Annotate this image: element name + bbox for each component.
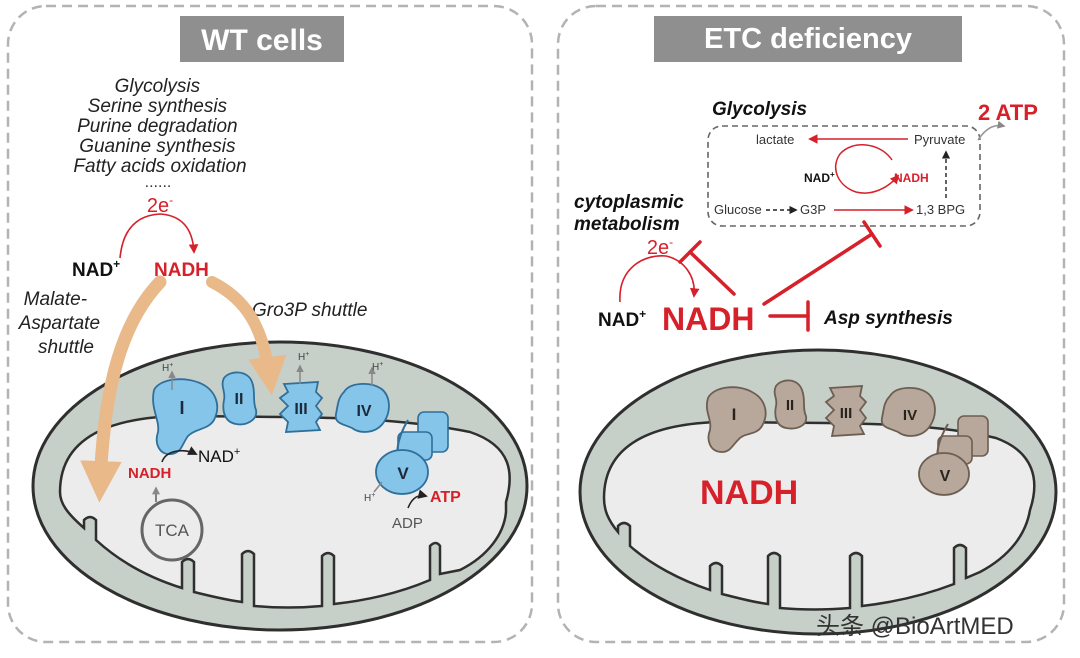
- etc-title: ETC deficiency: [704, 23, 912, 55]
- wt-complex-iv: IV: [334, 383, 390, 433]
- etc-complex-i-label: I: [732, 405, 737, 424]
- etc-electrons: 2e-: [647, 235, 673, 259]
- wt-title: WT cells: [201, 24, 323, 57]
- wt-complex-v-head: [375, 449, 429, 495]
- etc-complex-iii-label: III: [840, 405, 853, 422]
- etc-complex-ii: II: [773, 379, 808, 430]
- wt-malate-shuttle: Malate- Aspartate shuttle: [18, 289, 106, 358]
- wt-complex-iii: III: [278, 381, 324, 433]
- etc-complex-iv-shape: [880, 387, 936, 437]
- etc-glucose: Glucose: [714, 202, 762, 217]
- etc-title-box: [654, 16, 962, 62]
- etc-g3p: G3P: [800, 202, 826, 217]
- wt-ellipsis: ......: [145, 174, 172, 191]
- etc-pyruvate-atp-arrow: [977, 120, 1006, 141]
- etc-redox-cycle: [835, 144, 900, 194]
- wt-complex-ii: II: [221, 371, 258, 426]
- wt-complex-iv-shape: [334, 383, 390, 433]
- wt-title-box: [180, 16, 344, 62]
- wt-complex-iv-label: IV: [356, 403, 371, 420]
- etc-inhibit-cyto: [688, 250, 736, 296]
- wt-nad: NAD+: [72, 257, 120, 281]
- wt-panel: WT cells Glycolysis Serine synthesis Pur…: [6, 4, 534, 644]
- watermark: 头条 @BioArtMED: [816, 613, 1014, 640]
- wt-complex-iii-label: III: [294, 401, 307, 418]
- etc-complex-ii-label: II: [786, 397, 794, 414]
- etc-2atp: 2 ATP: [978, 100, 1038, 125]
- wt-atp: ATP: [430, 489, 461, 506]
- wt-complex-i: I: [152, 378, 219, 456]
- etc-complex-v: V: [918, 415, 989, 496]
- etc-complex-v-label: V: [940, 468, 951, 485]
- etc-pyruvate: Pyruvate: [914, 132, 965, 147]
- etc-complex-i: I: [706, 386, 767, 453]
- etc-nad-small: NAD+: [804, 170, 835, 185]
- wt-panel-border: [6, 4, 534, 644]
- wt-electron-arrow: [119, 213, 199, 259]
- pathway-serine: Serine synthesis: [88, 96, 228, 117]
- wt-h-complex-iii: H+: [298, 351, 309, 363]
- wt-complex-i-shape: [152, 378, 219, 456]
- etc-complex-iii: III: [824, 385, 868, 437]
- wt-proton-pumps: H+ H+ H+ H+: [162, 351, 383, 504]
- wt-gro3p-arrow: [206, 276, 287, 396]
- etc-inhibitions: [678, 220, 882, 332]
- etc-glycolysis-box: [707, 125, 981, 227]
- etc-nad: NAD+: [598, 307, 646, 331]
- etc-glycolysis-title: Glycolysis: [712, 99, 807, 120]
- etc-bpg: 1,3 BPG: [916, 202, 965, 217]
- wt-tca-label: TCA: [155, 521, 190, 540]
- wt-h-complex-v: H+: [364, 492, 375, 504]
- etc-electron-arrow: [619, 255, 700, 303]
- etc-panel-border: [556, 4, 1066, 644]
- etc-lactate: lactate: [756, 132, 794, 147]
- wt-tca-cycle: [140, 498, 204, 562]
- wt-pathway-list: Glycolysis Serine synthesis Purine degra…: [73, 76, 246, 177]
- wt-gro3p-shuttle: Gro3P shuttle: [252, 300, 367, 321]
- etc-complex-i-shape: [706, 386, 767, 453]
- wt-complex-ii-shape: [221, 371, 258, 426]
- etc-complex-iv-label: IV: [903, 407, 917, 424]
- etc-inhibit-glycolysis: [762, 232, 874, 306]
- wt-atp-arrow: [407, 489, 428, 509]
- etc-cyto-metabolism: cytoplasmic metabolism: [574, 192, 689, 235]
- etc-inhibit-glycolysis-bar: [862, 220, 882, 248]
- wt-complex-v: V: [375, 411, 449, 495]
- wt-complex-iii-shape: [278, 381, 324, 433]
- wt-complex-i-label: I: [179, 398, 184, 418]
- etc-panel: ETC deficiency Glycolysis 2 ATP lactate …: [556, 4, 1066, 644]
- wt-nadh: NADH: [154, 260, 209, 281]
- etc-inhibit-cyto-bar: [678, 240, 702, 264]
- etc-complex-iv: IV: [880, 387, 936, 437]
- etc-nadh-small: NADH: [894, 171, 929, 185]
- wt-nad-matrix: NAD+: [198, 446, 240, 466]
- wt-h-complex-i: H+: [162, 362, 173, 374]
- wt-nadh-matrix: NADH: [128, 465, 171, 482]
- wt-h-complex-iv: H+: [372, 361, 383, 373]
- etc-mitochondrion: [578, 348, 1058, 636]
- etc-complex-iii-shape: [824, 385, 868, 437]
- etc-nadh: NADH: [662, 301, 754, 337]
- etc-nadh-matrix: NADH: [700, 474, 798, 512]
- pathway-glycolysis: Glycolysis: [115, 76, 201, 97]
- pathway-guanine: Guanine synthesis: [79, 136, 236, 157]
- wt-malate-arrow: [80, 275, 167, 503]
- wt-nadh-oxidation-arrow: [161, 446, 198, 463]
- etc-complex-ii-shape: [773, 379, 808, 430]
- etc-asp-synthesis: Asp synthesis: [823, 308, 953, 329]
- pathway-fatty-acids: Fatty acids oxidation: [73, 156, 246, 177]
- wt-complex-v-label: V: [397, 464, 409, 483]
- etc-complex-v-head: [918, 452, 970, 496]
- pathway-purine: Purine degradation: [77, 116, 238, 137]
- wt-electrons: 2e-: [147, 193, 173, 217]
- wt-adp: ADP: [392, 515, 423, 532]
- wt-complex-ii-label: II: [235, 391, 244, 408]
